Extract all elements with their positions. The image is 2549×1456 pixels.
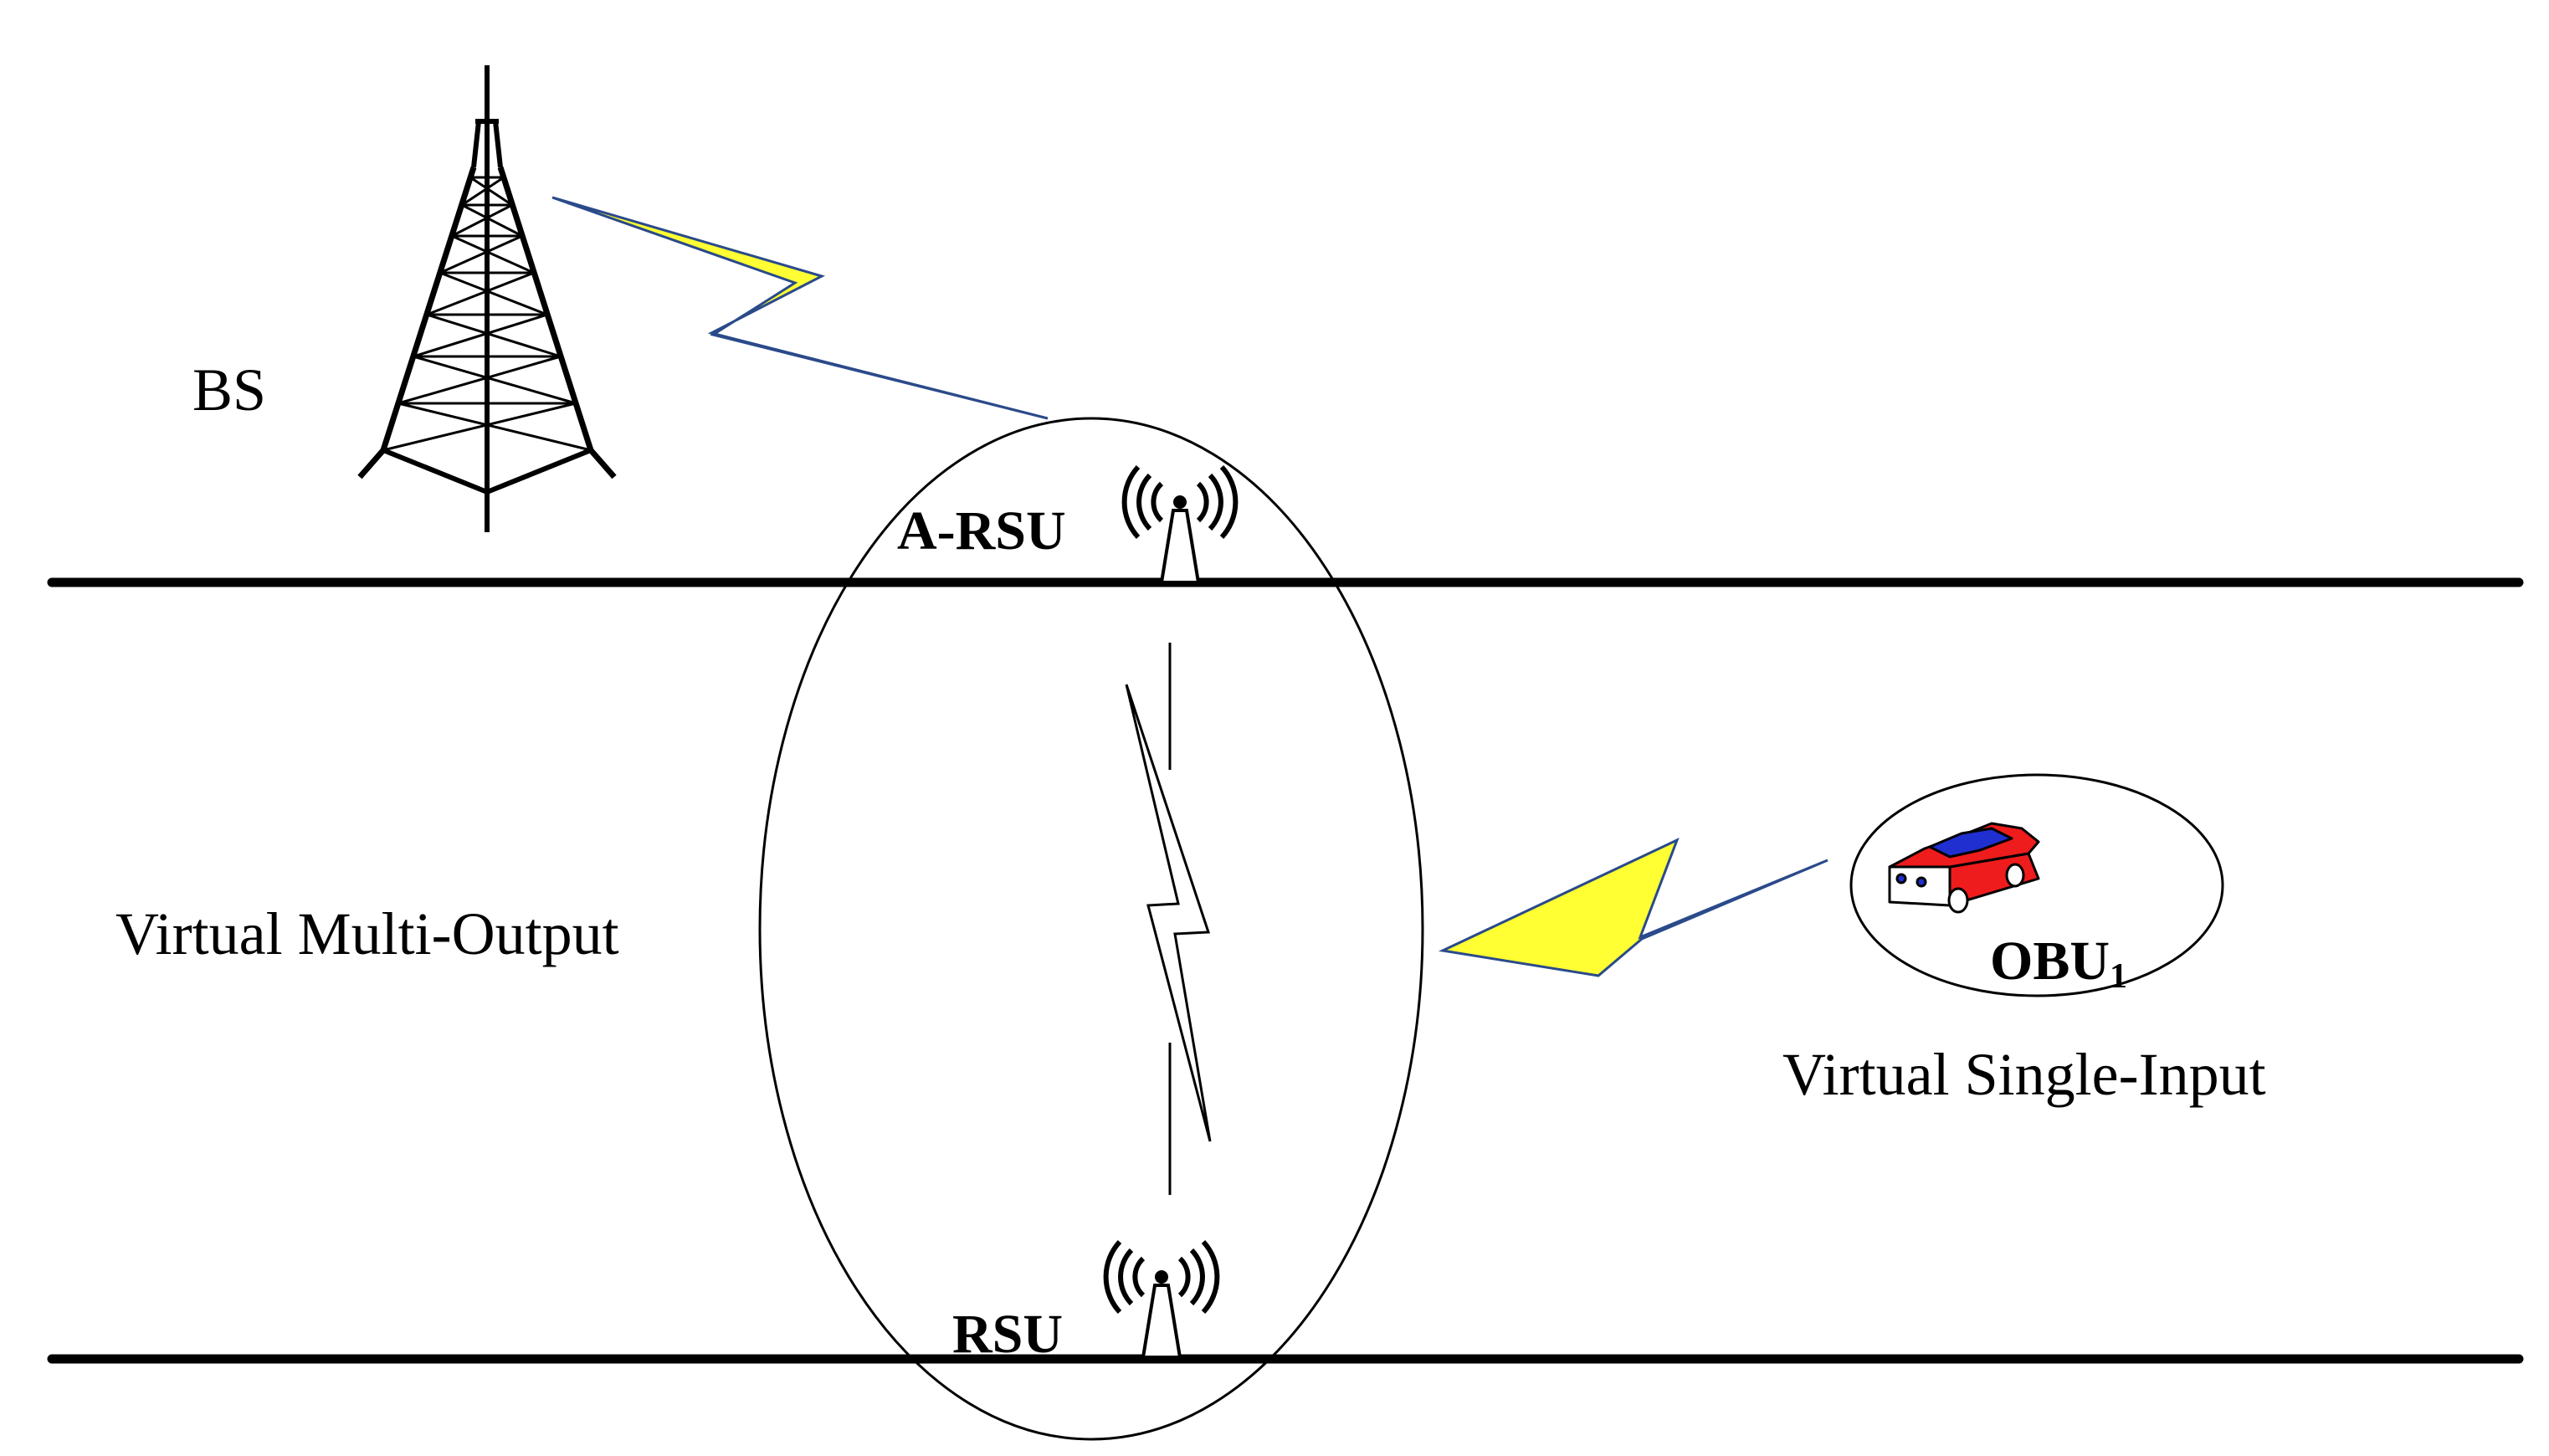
- bs-label: BS: [192, 356, 266, 423]
- antenna-icon: [1121, 464, 1239, 584]
- a-rsu-label: A-RSU: [897, 500, 1066, 561]
- virtual-multi-output-label: Virtual Multi-Output: [115, 900, 619, 967]
- car-icon: [1888, 822, 2040, 914]
- antenna-icon: [1103, 1239, 1220, 1359]
- rsu-label: RSU: [952, 1304, 1063, 1365]
- virtual-multi-output-ellipse: [758, 417, 1424, 1441]
- rsu-link: [1125, 643, 1212, 1195]
- lightning-icon: [1125, 684, 1212, 1142]
- lightning-icon: [1438, 838, 1828, 977]
- virtual-single-input-label: Virtual Single-Input: [1782, 1041, 2266, 1108]
- lightning-icon: [551, 196, 1049, 420]
- obu-label-subscript: 1: [2110, 957, 2127, 996]
- virtual-single-input-ellipse: [1849, 773, 2224, 997]
- obu-label: OBU1: [1990, 931, 2127, 996]
- tower-icon: [357, 65, 617, 532]
- obu-label-main: OBU: [1990, 931, 2110, 992]
